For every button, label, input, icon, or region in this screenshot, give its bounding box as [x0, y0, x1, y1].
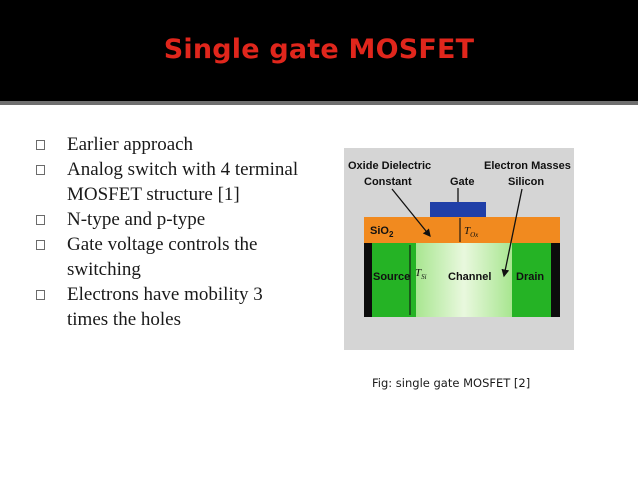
- electron-pointer-arrow: [501, 188, 523, 278]
- figure-caption: Fig: single gate MOSFET [2]: [372, 376, 531, 390]
- slide-title: Single gate MOSFET: [163, 34, 475, 65]
- mosfet-diagram: Oxide Dielectric Constant Gate Electron …: [344, 148, 574, 350]
- channel-label: Channel: [448, 271, 491, 283]
- bullet-item: N-type and p-type: [34, 207, 304, 232]
- source-region: [372, 243, 416, 317]
- oxide-constant-label: Constant: [364, 176, 412, 188]
- bullet-square-icon: [36, 215, 45, 225]
- bullet-item: Gate voltage controls the switching: [34, 232, 304, 282]
- silicon-label: Silicon: [508, 176, 544, 188]
- oxide-layer: [364, 217, 560, 243]
- channel-region: [416, 243, 512, 317]
- gate-label: Gate: [450, 176, 474, 188]
- bullet-square-icon: [36, 165, 45, 175]
- gate-block: [430, 202, 486, 217]
- bullet-item: Electrons have mobility 3 times the hole…: [34, 282, 304, 332]
- oxide-dielectric-label: Oxide Dielectric: [348, 160, 431, 172]
- bullet-item: Analog switch with 4 terminal MOSFET str…: [34, 157, 304, 207]
- bullet-square-icon: [36, 140, 45, 150]
- title-divider: [0, 101, 638, 105]
- oxide-pointer-arrow: [391, 188, 431, 238]
- bullet-text: Electrons have mobility 3 times the hole…: [67, 284, 263, 330]
- bullet-square-icon: [36, 290, 45, 300]
- source-label: Source: [373, 271, 410, 283]
- bullet-list: Earlier approach Analog switch with 4 te…: [34, 132, 304, 332]
- electron-masses-label: Electron Masses in: [484, 160, 574, 172]
- title-bar: [0, 0, 638, 101]
- tox-label: TOx: [464, 225, 479, 239]
- bullet-text: N-type and p-type: [67, 209, 206, 230]
- bullet-item: Earlier approach: [34, 132, 304, 157]
- tsi-label: TSi: [415, 267, 427, 281]
- bullet-square-icon: [36, 240, 45, 250]
- sio2-label: SiO2: [370, 225, 394, 239]
- left-contact: [364, 243, 372, 317]
- bullet-text: Analog switch with 4 terminal MOSFET str…: [67, 159, 299, 205]
- bullet-text: Gate voltage controls the switching: [67, 234, 258, 280]
- drain-region: [512, 243, 551, 317]
- right-contact: [551, 243, 560, 317]
- bullet-text: Earlier approach: [67, 134, 194, 155]
- drain-label: Drain: [516, 271, 544, 283]
